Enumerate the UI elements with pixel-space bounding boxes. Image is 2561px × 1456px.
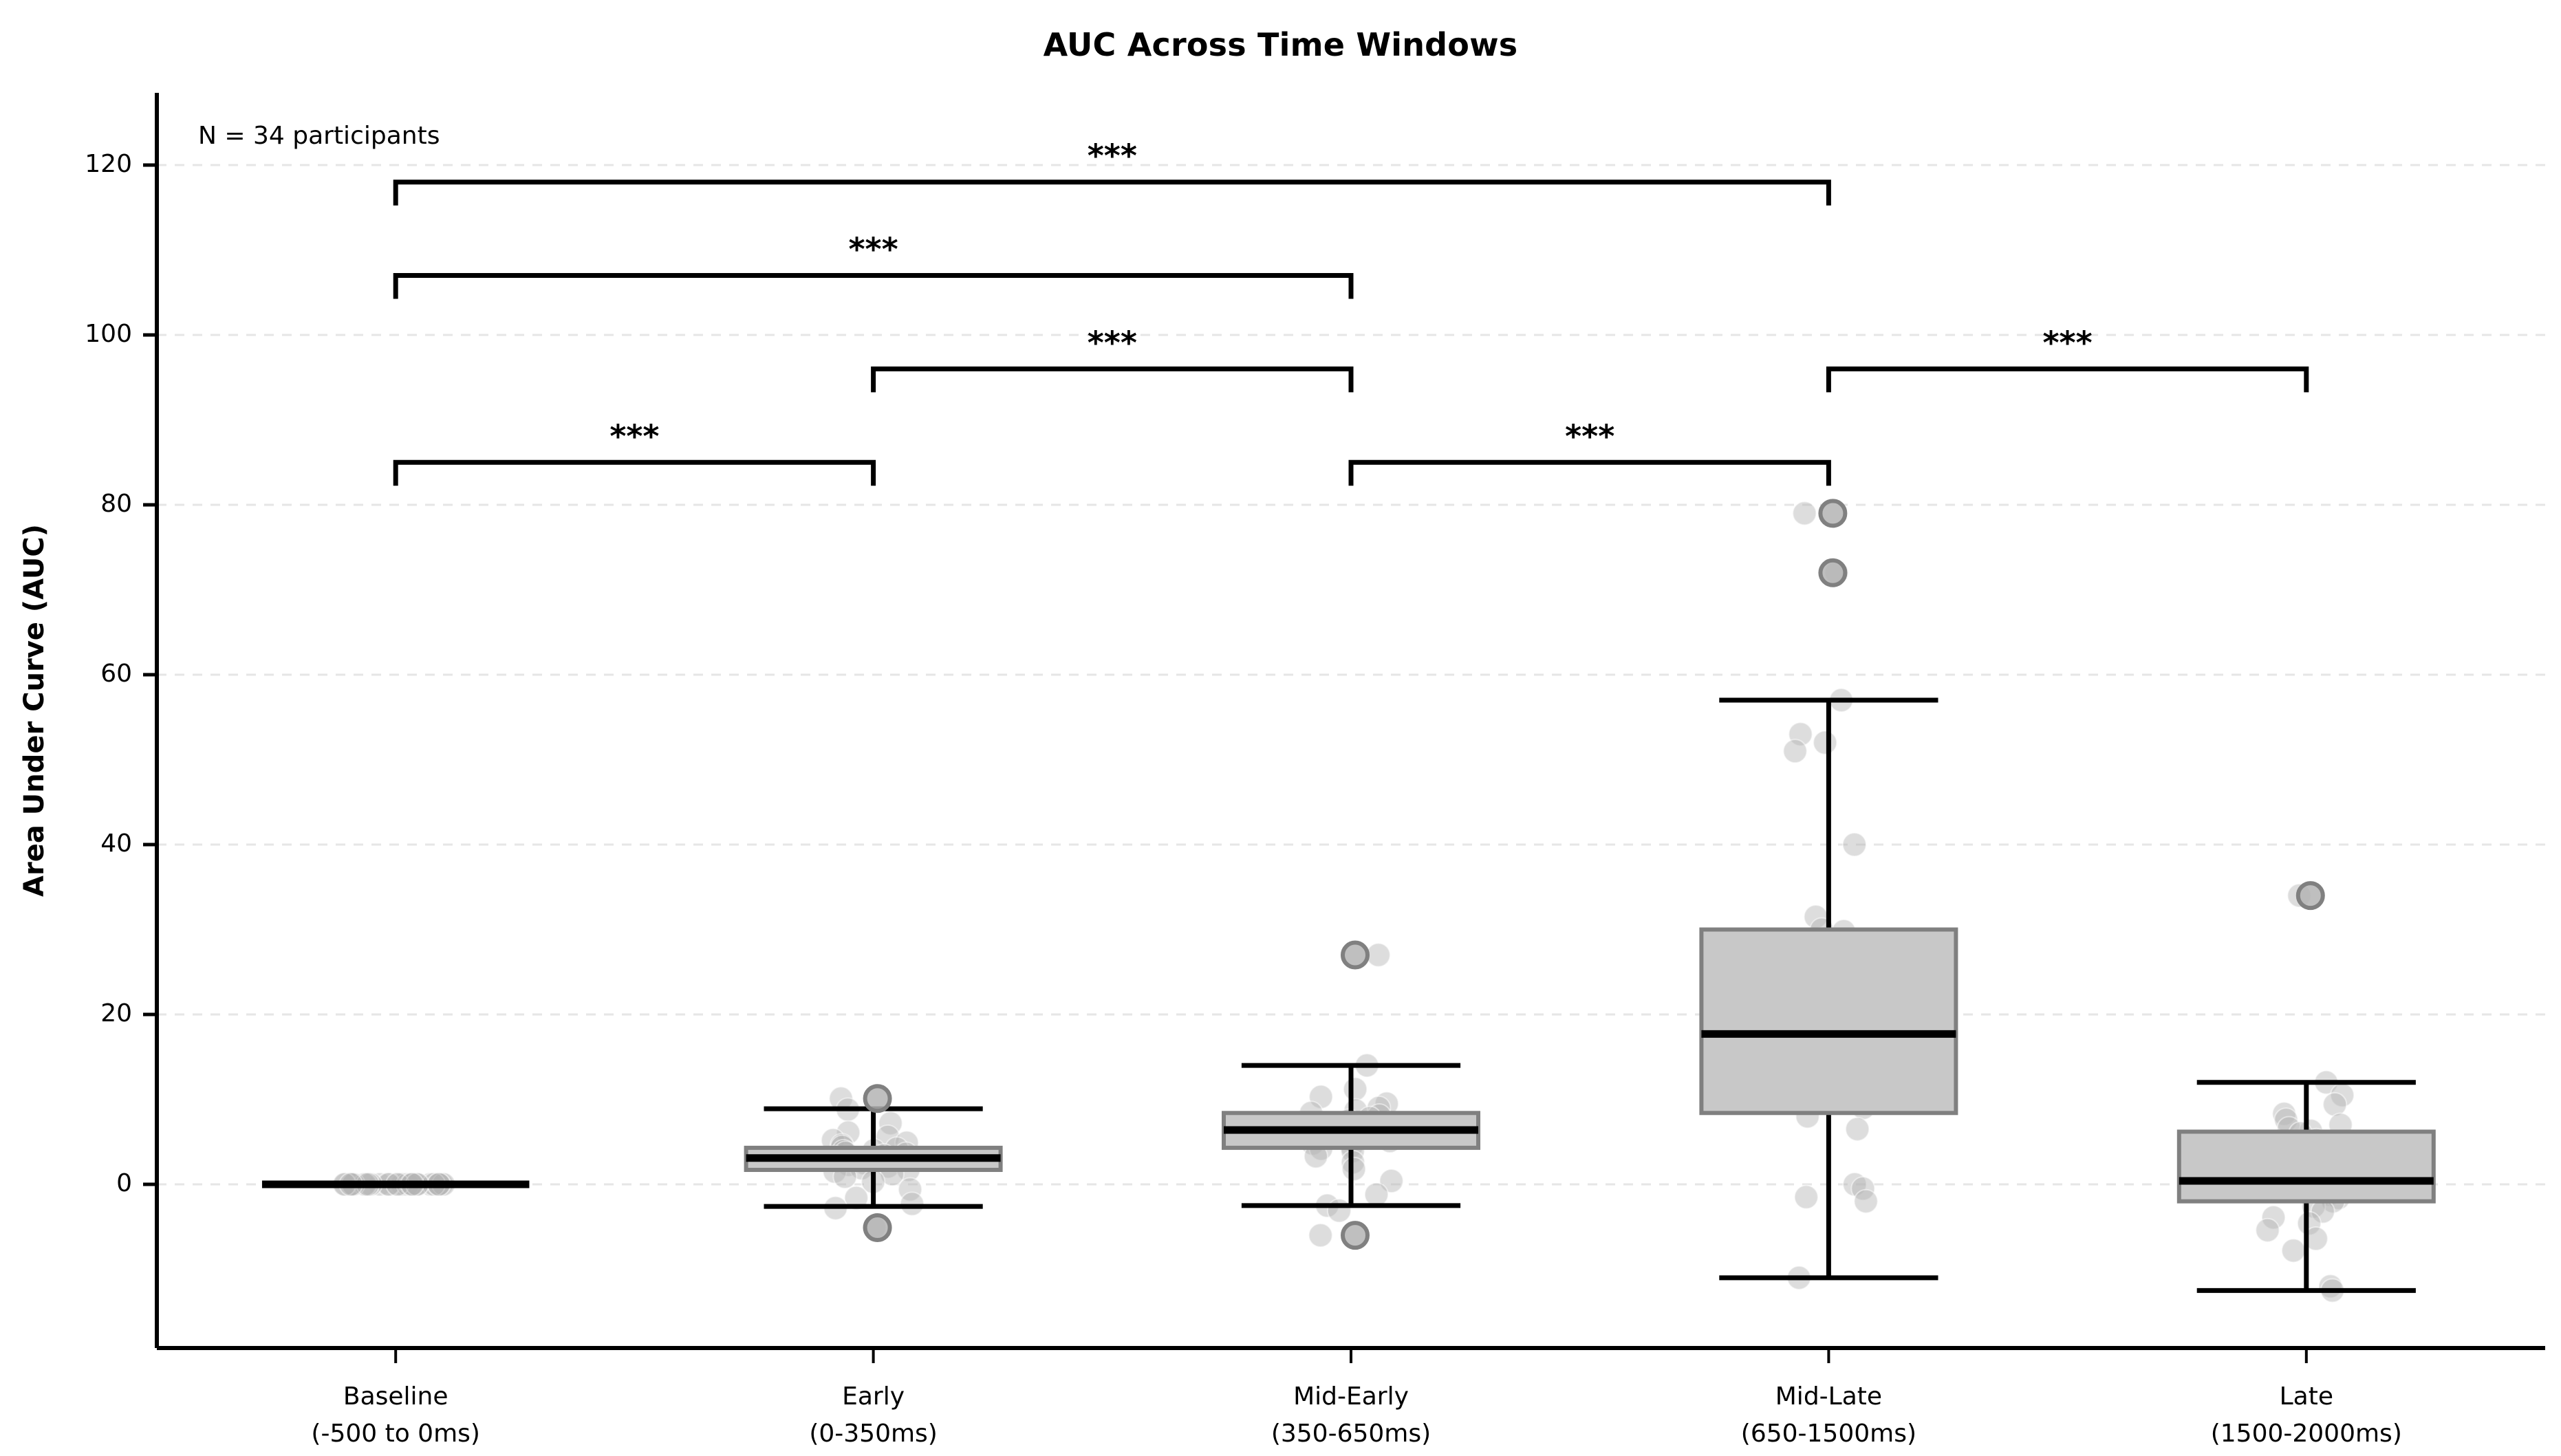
- x-tick-label-late: Late: [2280, 1382, 2333, 1411]
- scatter-point: [2281, 1238, 2306, 1263]
- scatter-point: [899, 1191, 925, 1217]
- significance-bracket: [393, 180, 1831, 206]
- outlier-points: [863, 499, 2325, 1250]
- gridlines: [157, 164, 2545, 1186]
- scatter-point: [1343, 1076, 1368, 1102]
- x-tick-sublabel-mid-late: (650-1500ms): [1741, 1420, 1916, 1448]
- scatter-point: [2261, 1205, 2287, 1230]
- significance-stars: ***: [2043, 324, 2093, 361]
- scatter-point: [843, 1185, 869, 1210]
- scatter-point: [1365, 942, 1391, 968]
- scatter-point: [1308, 1084, 1334, 1109]
- y-tick-label: 60: [100, 660, 132, 688]
- x-tick-label-baseline: Baseline: [343, 1382, 449, 1411]
- y-tick-label: 40: [100, 829, 132, 858]
- scatter-point: [1792, 501, 1817, 526]
- sample-size-annotation: N = 34 participants: [198, 122, 440, 150]
- sample-size-label: N = 34 participants: [198, 122, 440, 150]
- y-tick-label: 120: [85, 150, 132, 178]
- box-mid-late: [1699, 927, 1958, 1116]
- scatter-point: [1341, 1156, 1367, 1182]
- scatter-points: [332, 501, 2359, 1303]
- scatter-point: [1841, 832, 1867, 857]
- significance-brackets: *** *** *** *** *** ***: [393, 138, 2309, 486]
- significance-bracket: [871, 366, 1354, 393]
- significance-bracket: [1348, 459, 1831, 486]
- significance-stars: ***: [849, 231, 898, 268]
- y-tick-label: 20: [100, 999, 132, 1028]
- y-tick-label: 100: [85, 320, 132, 348]
- outlier-point: [1341, 1221, 1370, 1250]
- scatter-point: [2255, 1217, 2280, 1243]
- significance-stars: ***: [609, 417, 659, 455]
- scatter-point: [2296, 1210, 2322, 1236]
- outlier-point: [1341, 940, 1370, 970]
- x-tick-sublabel-early: (0-350ms): [809, 1420, 938, 1448]
- outlier-point: [1818, 558, 1848, 587]
- x-axis-ticks: Baseline (-500 to 0ms) Early (0-350ms) Mid-E…: [311, 1348, 2402, 1448]
- scatter-point: [1793, 1184, 1819, 1210]
- outlier-point: [863, 1213, 892, 1242]
- significance-bracket: [393, 459, 876, 486]
- x-tick-label-mid-early: Mid-Early: [1293, 1382, 1409, 1411]
- outlier-point: [863, 1084, 892, 1113]
- y-tick-label: 0: [116, 1169, 132, 1197]
- significance-stars: ***: [1088, 138, 1137, 175]
- y-tick-label: 80: [100, 490, 132, 518]
- scatter-point: [1813, 730, 1838, 755]
- scatter-point: [1782, 739, 1808, 764]
- significance-stars: ***: [1088, 324, 1137, 361]
- significance-stars: ***: [1565, 417, 1614, 455]
- scatter-point: [1845, 1116, 1870, 1142]
- x-tick-label-early: Early: [842, 1382, 905, 1411]
- x-tick-sublabel-baseline: (-500 to 0ms): [311, 1420, 480, 1448]
- box-late: [2176, 1129, 2436, 1204]
- scatter-point: [836, 1120, 861, 1145]
- scatter-point: [2322, 1091, 2348, 1117]
- x-tick-sublabel-late: (1500-2000ms): [2211, 1420, 2402, 1448]
- significance-bracket: [393, 273, 1354, 299]
- scatter-point: [1326, 1198, 1352, 1224]
- y-axis-ticks: 0 20 40 60 80 100 120: [85, 150, 157, 1197]
- scatter-point: [1853, 1188, 1879, 1214]
- scatter-point: [1363, 1182, 1389, 1207]
- significance-bracket: [1826, 366, 2309, 393]
- outlier-point: [1818, 499, 1848, 528]
- x-tick-label-mid-late: Mid-Late: [1775, 1382, 1882, 1411]
- box-plots: [261, 697, 2436, 1293]
- scatter-point: [1308, 1223, 1333, 1248]
- page-title: AUC Across Time Windows: [1043, 26, 1518, 63]
- x-tick-sublabel-mid-early: (350-650ms): [1271, 1420, 1431, 1448]
- outlier-point: [2295, 881, 2325, 911]
